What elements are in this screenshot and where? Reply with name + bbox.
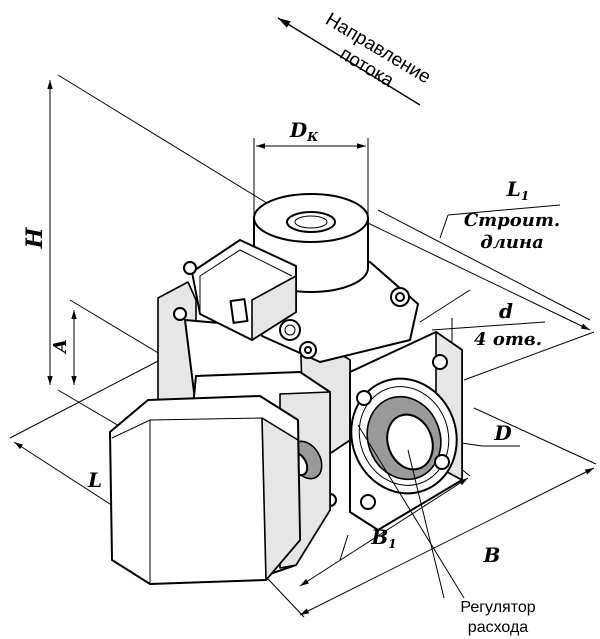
dimension-dk-label: D <box>289 118 308 142</box>
regulator-label-line1: Регулятор <box>460 599 535 616</box>
dimension-dk-subscript: К <box>306 130 319 144</box>
dimension-d-holes: d 4 отв. <box>419 289 546 352</box>
dimension-l1-text-1: Строит. <box>464 210 560 231</box>
regulator-callout: Регулятор расхода <box>357 424 536 636</box>
dimension-l-label: L <box>87 468 102 492</box>
dimension-d-small-label: d <box>499 299 513 323</box>
dimension-b: B <box>249 407 597 618</box>
regulator-label-line2: расхода <box>468 619 529 636</box>
dimension-h-label: H <box>22 226 48 249</box>
valve-body <box>109 193 463 585</box>
dimension-b-label: B <box>483 543 501 567</box>
svg-text:DК: DК <box>289 118 319 144</box>
flow-direction-arrow <box>277 17 421 106</box>
flow-direction-label: Направление потока <box>322 9 435 92</box>
dimension-l1-subscript: 1 <box>521 189 529 203</box>
dimension-l1: L1 Строит. длина <box>319 177 595 381</box>
dimension-l1-label: L <box>506 177 521 201</box>
dimension-d-big-label: D <box>493 421 512 445</box>
dimension-holes-label: 4 отв. <box>474 329 542 350</box>
dimension-a-label: A <box>50 339 71 355</box>
svg-text:B1: B1 <box>370 525 396 551</box>
svg-text:L1: L1 <box>506 177 529 203</box>
dimension-l1-text-2: длина <box>480 232 544 253</box>
dimension-b1-subscript: 1 <box>388 537 396 551</box>
